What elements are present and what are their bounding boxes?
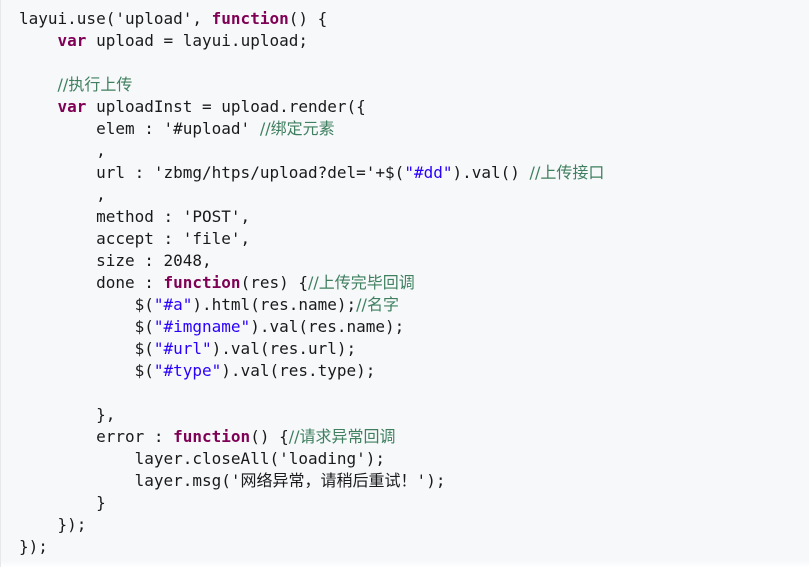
code-line: var upload = layui.upload; <box>19 30 809 52</box>
code-text <box>19 75 58 94</box>
code-text: }); <box>19 515 87 534</box>
code-line <box>19 52 809 74</box>
code-text: size : 2048, <box>19 251 212 270</box>
code-text <box>19 31 58 50</box>
code-line: accept : 'file', <box>19 228 809 250</box>
code-line: var uploadInst = upload.render({ <box>19 96 809 118</box>
code-line: $("#a").html(res.name);//名字 <box>19 294 809 316</box>
code-text: layer.msg('网络异常，请稍后重试！'); <box>19 471 446 490</box>
code-string: "#a" <box>153 295 193 314</box>
code-text: elem : '#upload' <box>19 119 260 138</box>
code-keyword: var <box>57 31 87 50</box>
code-text: done : <box>19 273 164 292</box>
code-text: layer.closeAll('loading'); <box>19 449 386 468</box>
code-text: accept : 'file', <box>19 229 251 248</box>
code-line: elem : '#upload' //绑定元素 <box>19 118 809 140</box>
code-line: $("#url").val(res.url); <box>19 338 809 360</box>
code-line: } <box>19 492 809 514</box>
code-string: "#imgname" <box>153 317 251 336</box>
code-text: $( <box>19 361 154 380</box>
code-text: , <box>19 185 106 204</box>
code-comment: //请求异常回调 <box>288 427 396 446</box>
code-line: layer.closeAll('loading'); <box>19 448 809 470</box>
code-text: () { <box>250 427 289 446</box>
code-text: $( <box>19 317 154 336</box>
code-comment: //执行上传 <box>57 75 133 94</box>
code-text: $( <box>19 339 154 358</box>
code-text: () { <box>288 9 328 28</box>
code-text: } <box>19 493 106 512</box>
code-keyword: var <box>57 97 87 116</box>
code-line: layer.msg('网络异常，请稍后重试！'); <box>19 470 809 492</box>
code-text: method : 'POST', <box>19 207 251 226</box>
code-line: , <box>19 140 809 162</box>
code-string: "#type" <box>153 361 222 380</box>
code-line: $("#imgname").val(res.name); <box>19 316 809 338</box>
code-text: , <box>19 141 106 160</box>
code-line: }); <box>19 536 809 558</box>
code-line: layui.use('upload', function() { <box>19 8 809 30</box>
code-text: uploadInst = upload.render({ <box>86 97 366 116</box>
code-text: ).val(res.url); <box>211 339 357 358</box>
code-line: }); <box>19 514 809 536</box>
code-text: $( <box>19 295 154 314</box>
code-line: , <box>19 184 809 206</box>
code-line: error : function() {//请求异常回调 <box>19 426 809 448</box>
bottom-fade <box>1 561 809 567</box>
code-keyword: function <box>173 427 251 446</box>
code-string: "#dd" <box>404 163 453 182</box>
code-comment: //绑定元素 <box>259 119 335 138</box>
code-text: }, <box>19 405 116 424</box>
code-comment: //上传完毕回调 <box>308 273 415 292</box>
code-text: upload = layui.upload; <box>86 31 308 50</box>
code-text <box>19 97 58 116</box>
code-text: ).val(res.type); <box>221 361 376 380</box>
code-string: "#url" <box>153 339 212 358</box>
code-line: }, <box>19 404 809 426</box>
code-text: ).val() <box>452 163 530 182</box>
code-line: done : function(res) {//上传完毕回调 <box>19 272 809 294</box>
code-line: url : 'zbmg/htps/upload?del='+$("#dd").v… <box>19 162 809 184</box>
code-comment: //名字 <box>356 295 399 314</box>
code-line: //执行上传 <box>19 74 809 96</box>
code-keyword: function <box>211 9 289 28</box>
code-text: }); <box>19 537 48 556</box>
code-keyword: function <box>163 273 241 292</box>
code-text: ).html(res.name); <box>192 295 357 314</box>
code-text: ).val(res.name); <box>250 317 405 336</box>
code-line: size : 2048, <box>19 250 809 272</box>
code-line <box>19 382 809 404</box>
code-text: url : 'zbmg/htps/upload?del='+$( <box>19 163 405 182</box>
code-comment: //上传接口 <box>529 163 605 182</box>
code-line: $("#type").val(res.type); <box>19 360 809 382</box>
code-text: (res) { <box>240 273 308 292</box>
code-text: layui.use('upload', <box>19 9 212 28</box>
code-line: method : 'POST', <box>19 206 809 228</box>
code-text: error : <box>19 427 174 446</box>
